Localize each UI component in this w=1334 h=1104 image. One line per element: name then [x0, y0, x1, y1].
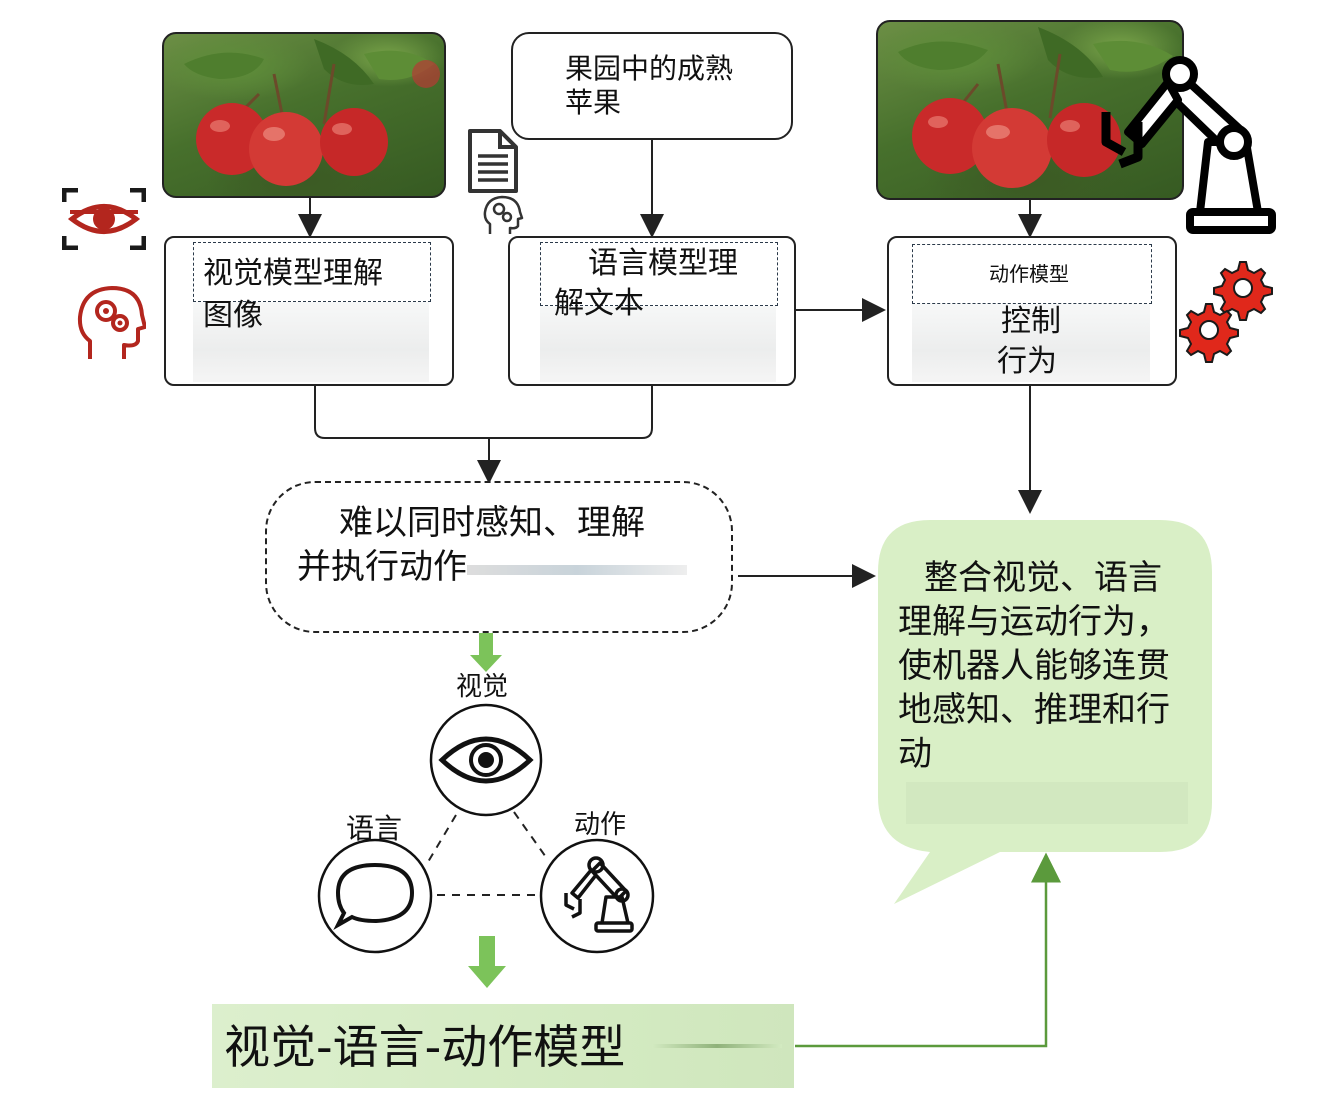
language-speech-icon	[317, 838, 433, 954]
triangle-vision-label: 视觉	[456, 672, 509, 702]
green-arrow-down-1	[470, 632, 502, 672]
action-model-line1: 控制	[1001, 304, 1061, 339]
problem-line2: 并执行动作	[297, 547, 467, 587]
merge-bracket	[314, 384, 653, 439]
document-icon	[468, 129, 518, 193]
action-model-title: 动作模型	[989, 262, 1069, 286]
green-arrow-down-2	[468, 936, 506, 988]
head-gears-icon-small	[483, 195, 524, 234]
green-link-line	[795, 852, 1061, 1048]
triangle-action-label: 动作	[574, 810, 627, 840]
solution-text: 整合视觉、语言理解与运动行为，使机器人能够连贯地感知、推理和行动	[898, 558, 1170, 774]
dash-vision-action	[513, 811, 549, 861]
robot-arm-icon	[1101, 56, 1276, 234]
head-gears-icon-red	[77, 286, 146, 359]
vision-model-line2: 图像	[203, 298, 263, 333]
vla-banner-label: 视觉-语言-动作模型	[224, 1020, 626, 1074]
vla-banner: 视觉-语言-动作模型	[212, 1004, 794, 1088]
input-text-line1: 果园中的成熟	[565, 52, 734, 85]
problem-box: 难以同时感知、理解 并执行动作	[265, 481, 733, 633]
apples-photo-left	[162, 32, 446, 198]
eye-scan-icon	[62, 188, 146, 250]
action-model-line2: 行为	[997, 344, 1057, 379]
action-robot-icon	[539, 838, 655, 954]
input-text-box: 果园中的成熟 苹果	[511, 32, 793, 140]
input-text-line2: 苹果	[565, 86, 622, 119]
language-model-box: 语言模型理 解文本	[508, 236, 796, 386]
dash-vision-language	[427, 814, 457, 863]
action-model-box: 动作模型 控制 行为	[887, 236, 1177, 386]
gears-icon	[1179, 261, 1273, 363]
vision-model-line1: 视觉模型理解	[203, 256, 383, 291]
solution-faded-strip	[906, 782, 1188, 824]
language-model-line1: 语言模型理	[588, 246, 738, 281]
language-model-line2: 解文本	[554, 286, 644, 321]
vision-eye-icon	[429, 703, 543, 817]
vision-model-box: 视觉模型理解 图像	[164, 236, 454, 386]
problem-line1: 难以同时感知、理解	[339, 503, 645, 543]
